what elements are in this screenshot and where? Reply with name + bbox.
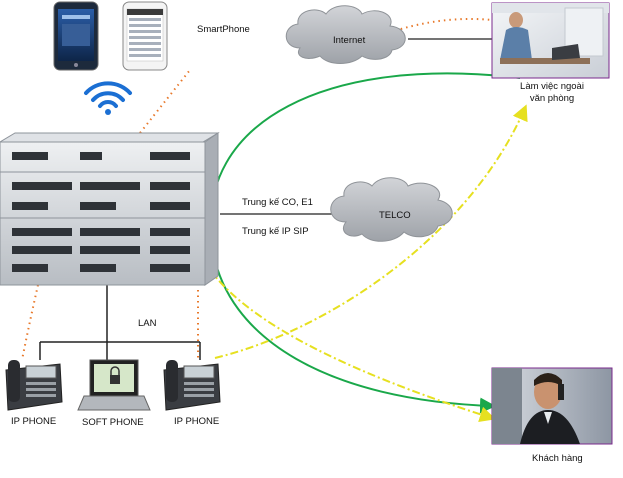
laptop-icon — [77, 359, 151, 411]
trunk-co-label: Trung kế CO, E1 — [242, 197, 313, 208]
ip-phone-icon-right — [163, 360, 221, 411]
green-call-path — [209, 72, 521, 414]
telco-label: TELCO — [379, 210, 411, 221]
smartphone-icon — [53, 1, 99, 71]
cloud-icon-telco — [330, 177, 453, 242]
lan-label: LAN — [138, 318, 157, 329]
soft-phone-label: SOFT PHONE — [82, 417, 144, 428]
pbx-rack-icon — [0, 132, 220, 286]
remote-label-line2: văn phòng — [529, 93, 575, 104]
yellow-customer-path — [194, 239, 496, 423]
ip-phone-left-label: IP PHONE — [11, 416, 57, 427]
customer-photo — [491, 367, 613, 445]
smartphone-label: SmartPhone — [197, 24, 250, 35]
customer-label: Khách hàng — [532, 453, 583, 464]
trunk-sip-label: Trung kế IP SIP — [242, 226, 309, 237]
wifi-icon — [84, 81, 132, 115]
yellow-remote-path — [214, 104, 528, 359]
remote-label-line1: Làm việc ngoài — [520, 81, 584, 92]
rack-ipphone-dotted — [21, 284, 39, 361]
ip-phone-right-label: IP PHONE — [174, 416, 220, 427]
internet-label: Internet — [333, 35, 366, 46]
smartphone-icon-2 — [122, 1, 168, 71]
remote-worker-photo — [491, 2, 610, 79]
rack-smartphone-link — [139, 69, 191, 134]
ip-phone-icon-left — [5, 360, 63, 411]
lan-wiring — [39, 285, 201, 360]
cloud-icon-internet — [285, 5, 406, 64]
